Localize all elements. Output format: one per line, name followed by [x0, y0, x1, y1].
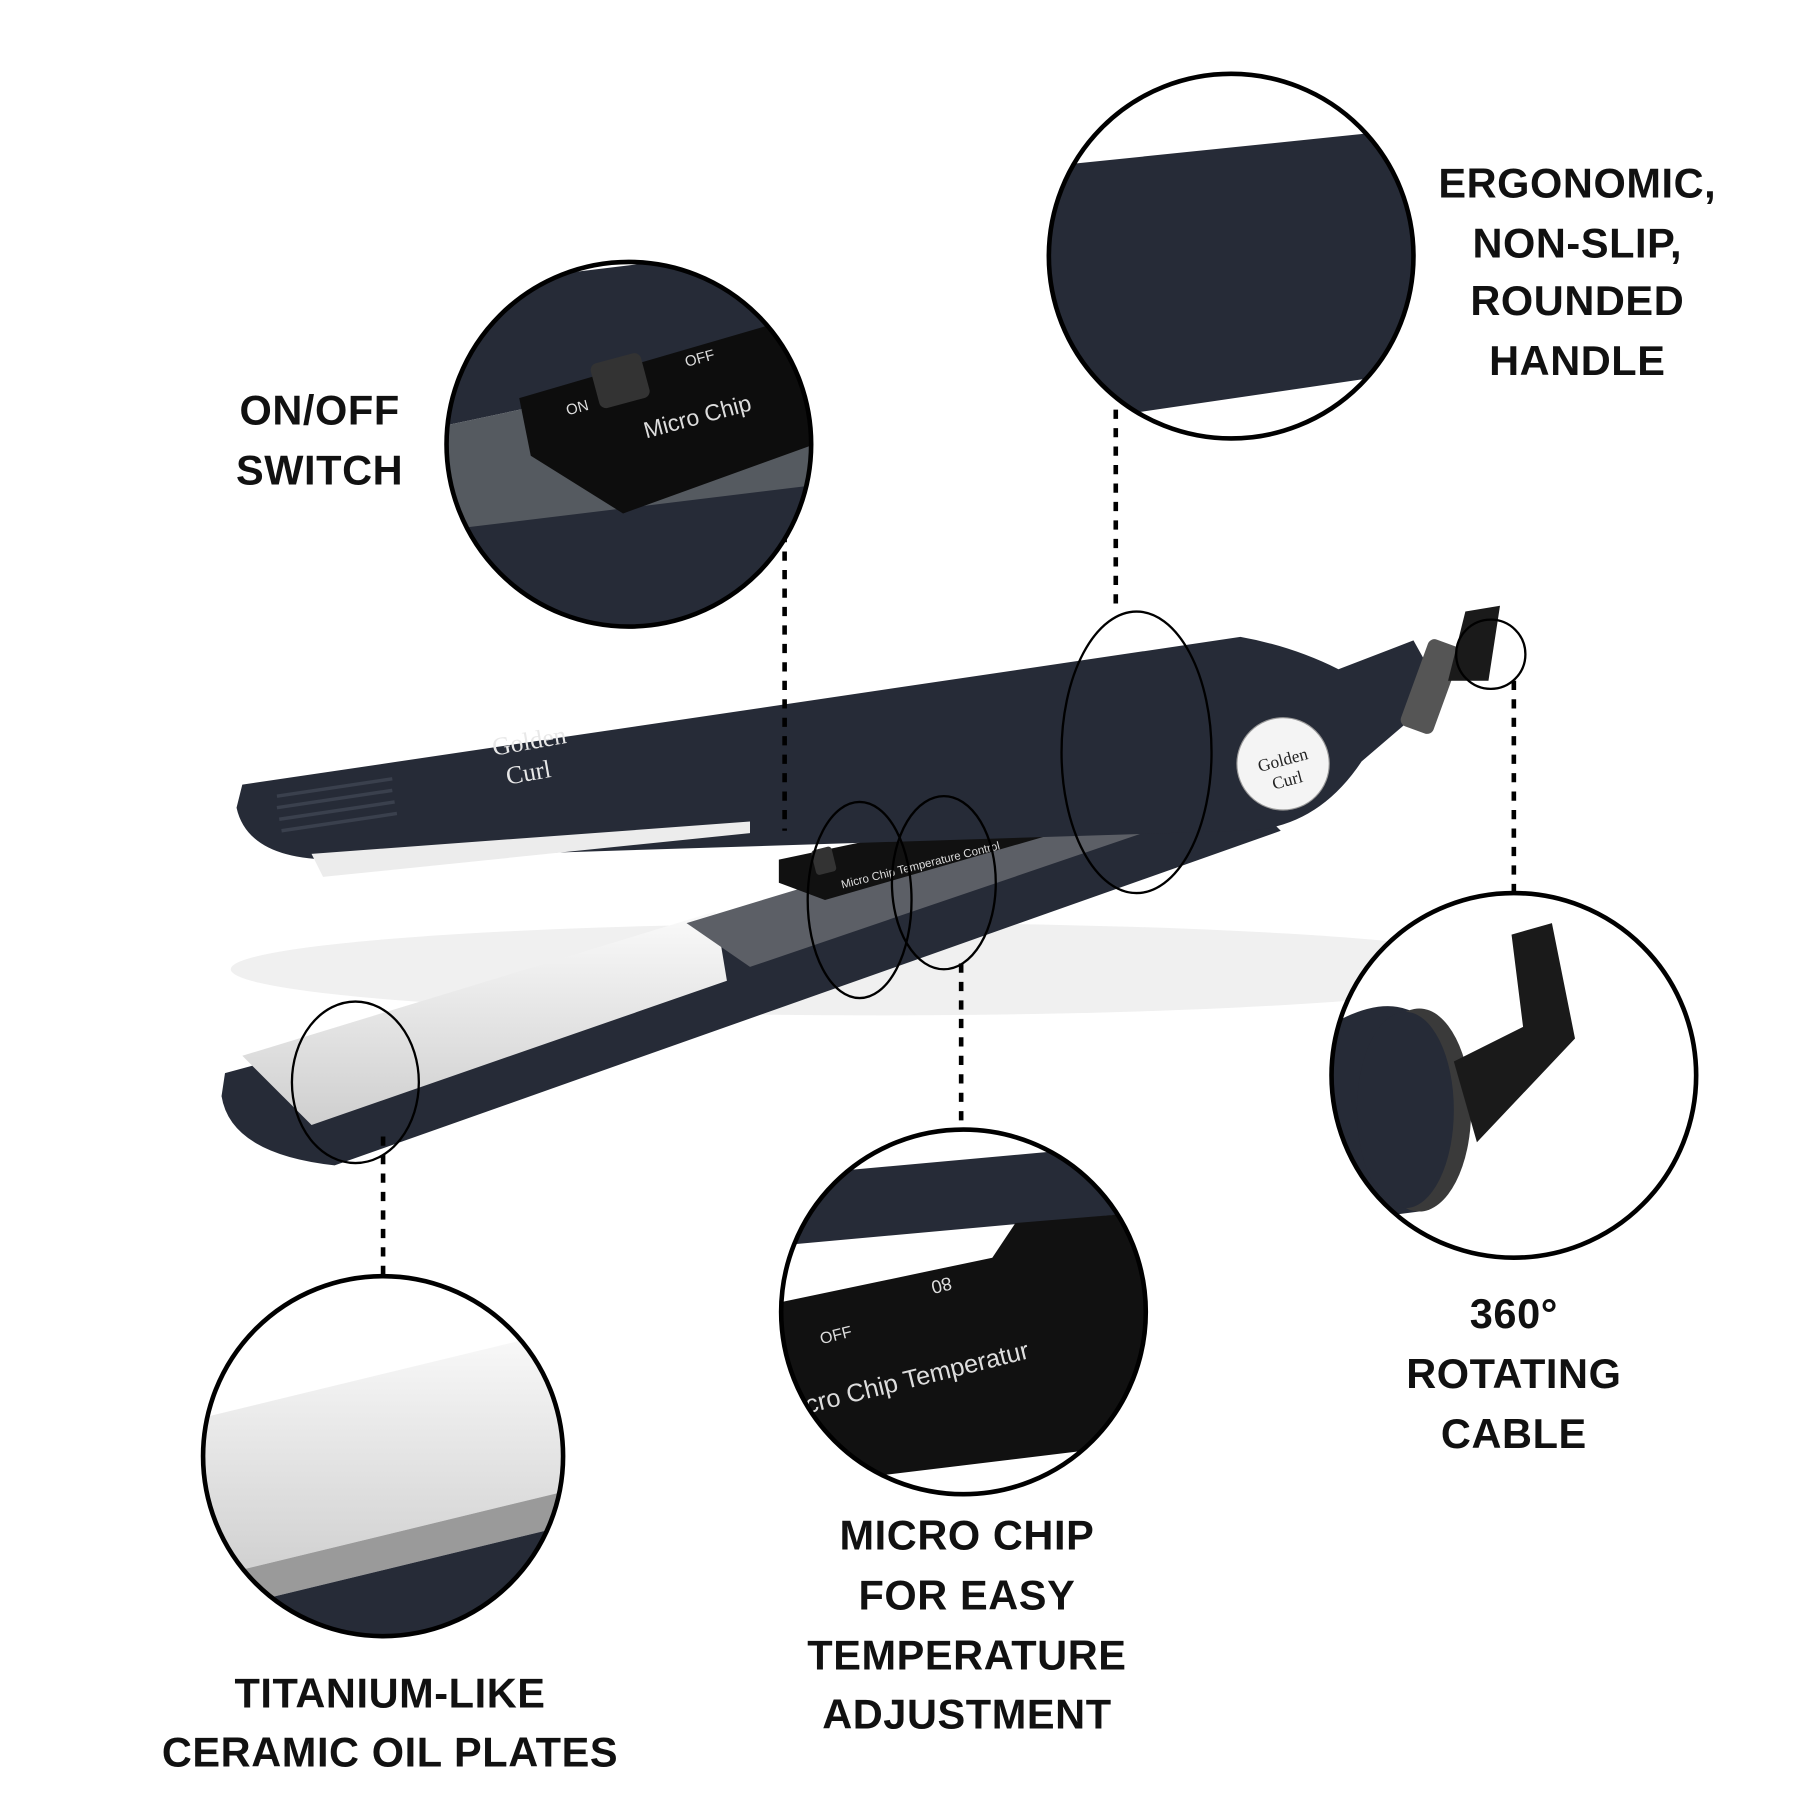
label-line: ERGONOMIC,: [1438, 159, 1716, 206]
label-line: SWITCH: [236, 447, 403, 494]
hair-straightener: Micro Chip Temperature Control Golden Cu…: [221, 605, 1524, 1166]
dial-value: 80: [929, 1273, 954, 1298]
label-chip: MICRO CHIP FOR EASY TEMPERATURE ADJUSTME…: [807, 1512, 1126, 1738]
label-line: TITANIUM-LIKE: [234, 1670, 545, 1717]
leader-lines: [380, 409, 1517, 1275]
upper-arm: [236, 636, 1443, 860]
label-line: ROUNDED: [1470, 277, 1684, 324]
label-line: ON/OFF: [239, 387, 399, 434]
label-line: FOR EASY: [859, 1572, 1076, 1619]
zoom-circle-handle: [1046, 71, 1416, 441]
label-line: NON-SLIP,: [1472, 219, 1682, 266]
zoom-circle-switch: ON OFF Micro Chip: [444, 259, 814, 629]
label-line: TEMPERATURE: [807, 1632, 1126, 1679]
zoom-circle-plates: [200, 1273, 566, 1639]
label-line: HANDLE: [1489, 337, 1665, 384]
zoom-circle-chip: cro Chip Temperatur OFF 80: [778, 1127, 1149, 1497]
switch-on-text: ON: [564, 397, 590, 419]
zoom-circle-cable: [1329, 890, 1699, 1260]
label-handle: ERGONOMIC, NON-SLIP, ROUNDED HANDLE: [1438, 159, 1716, 384]
label-line: 360°: [1470, 1290, 1558, 1337]
label-line: ADJUSTMENT: [822, 1690, 1111, 1737]
label-line: CABLE: [1441, 1410, 1587, 1457]
label-line: ROTATING: [1406, 1350, 1621, 1397]
lower-arm: [221, 796, 1281, 1166]
swivel-cable: [1448, 605, 1500, 681]
power-switch: [811, 846, 837, 875]
label-switch: ON/OFF SWITCH: [236, 387, 403, 494]
label-line: CERAMIC OIL PLATES: [162, 1729, 618, 1776]
label-plates: TITANIUM-LIKE CERAMIC OIL PLATES: [162, 1670, 618, 1776]
callout-markers: [290, 610, 1527, 1165]
label-line: MICRO CHIP: [839, 1512, 1094, 1559]
brand-badge: [1236, 717, 1330, 811]
label-cable: 360° ROTATING CABLE: [1406, 1290, 1621, 1457]
lower-plate: [242, 911, 727, 1125]
